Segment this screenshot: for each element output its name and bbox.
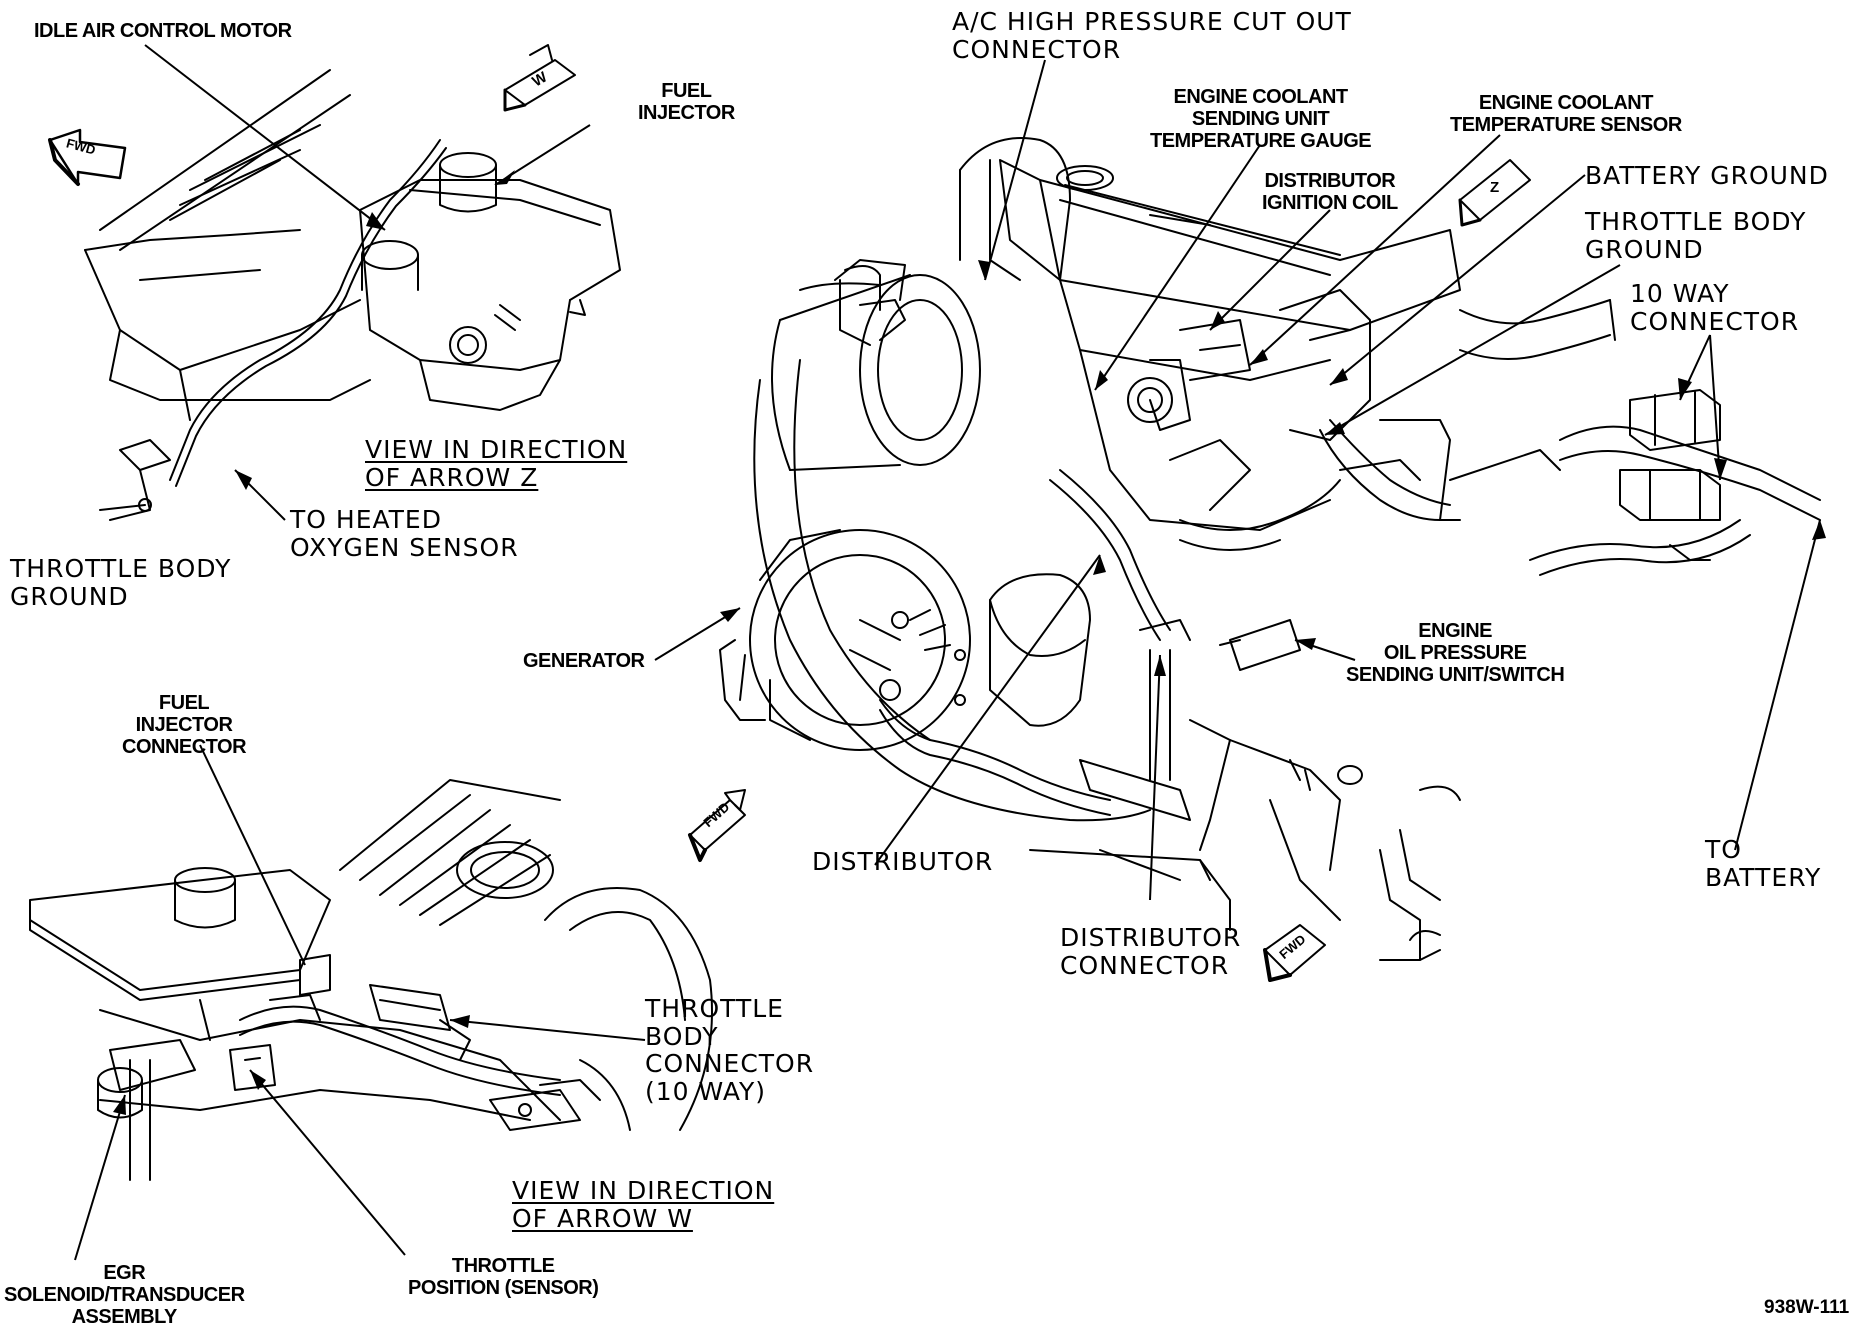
fwd-arrow-bottomright (1263, 924, 1326, 982)
label-coolant-temperature-sensor: ENGINE COOLANT TEMPERATURE SENSOR (1450, 92, 1682, 136)
label-throttle-body-connector: THROTTLE BODY CONNECTOR (10 WAY) (645, 994, 815, 1106)
fwd-arrow-topleft (48, 128, 127, 186)
label-oil-pressure-switch: ENGINE OIL PRESSURE SENDING UNIT/SWITCH (1346, 620, 1565, 686)
label-to-battery: TO BATTERY (1705, 835, 1822, 892)
label-throttle-body-ground-left: THROTTLE BODY GROUND (10, 554, 232, 611)
view-w-sketch (29, 779, 713, 1181)
label-fuel-injector: FUEL INJECTOR (638, 80, 735, 124)
label-view-arrow-w: VIEW IN DIRECTION OF ARROW W (512, 1176, 775, 1233)
view-z-sketch (84, 69, 621, 521)
label-generator: GENERATOR (523, 650, 645, 672)
z-arrow-label: Z (1490, 179, 1500, 196)
leader-lines (74, 44, 1821, 1261)
figure-id: 938W-111 (1764, 1297, 1850, 1318)
leader-arrowheads (113, 170, 1826, 1115)
label-distributor-ignition-coil: DISTRIBUTOR IGNITION COIL (1262, 170, 1398, 214)
main-engine-sketch (719, 137, 1821, 961)
label-egr-solenoid-assembly: EGR SOLENOID/TRANSDUCER ASSEMBLY (4, 1262, 245, 1328)
label-battery-ground: BATTERY GROUND (1585, 161, 1829, 190)
label-throttle-body-ground-right: THROTTLE BODY GROUND (1585, 207, 1807, 264)
label-10-way-connector: 10 WAY CONNECTOR (1630, 279, 1800, 336)
label-idle-air-control-motor: IDLE AIR CONTROL MOTOR (34, 20, 292, 42)
label-to-heated-oxygen-sensor: TO HEATED OXYGEN SENSOR (290, 505, 519, 562)
label-view-arrow-z: VIEW IN DIRECTION OF ARROW Z (365, 435, 628, 492)
label-throttle-position-sensor: THROTTLE POSITION (SENSOR) (408, 1255, 599, 1299)
label-ac-high-pressure-connector: A/C HIGH PRESSURE CUT OUT CONNECTOR (952, 7, 1352, 64)
label-fuel-injector-connector: FUEL INJECTOR CONNECTOR (122, 692, 247, 758)
label-coolant-temperature-gauge: ENGINE COOLANT SENDING UNIT TEMPERATURE … (1150, 86, 1372, 152)
label-distributor-connector: DISTRIBUTOR CONNECTOR (1060, 923, 1242, 980)
arrow-z-indicator (1458, 159, 1531, 227)
label-distributor: DISTRIBUTOR (812, 847, 994, 876)
fwd-arrow-middle (688, 789, 746, 862)
arrow-w-indicator (503, 44, 576, 112)
